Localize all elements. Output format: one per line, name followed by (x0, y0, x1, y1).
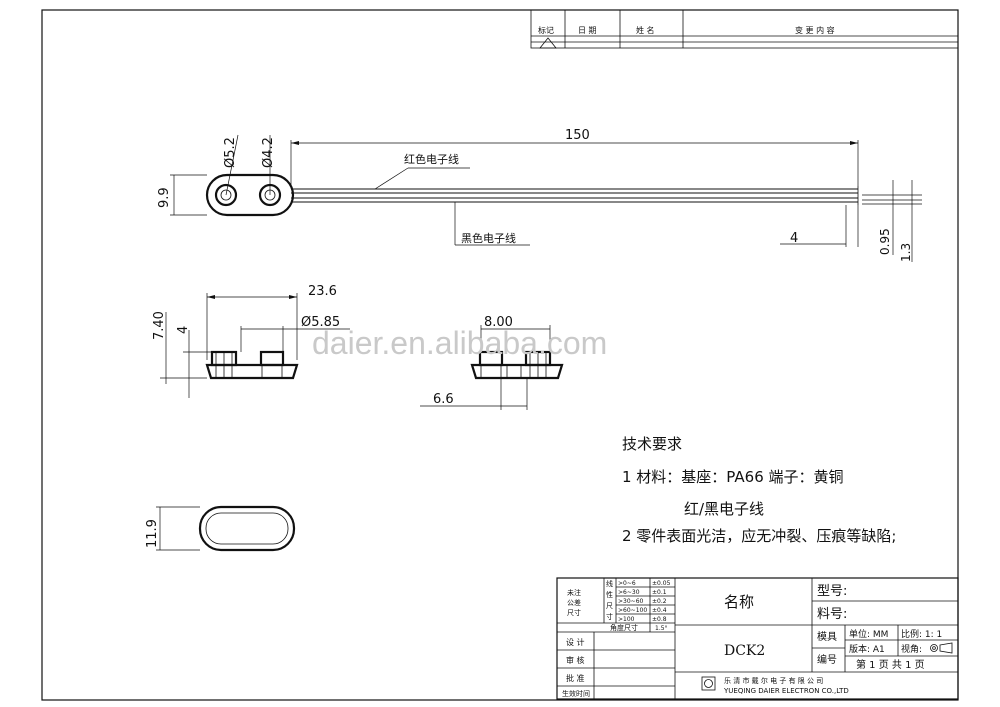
rev-header-mark: 标记 (538, 25, 554, 35)
view-label: 视角: (901, 643, 922, 655)
production-time-label: 生效时间 (562, 689, 590, 698)
model-label: 型号: (817, 584, 847, 599)
company-logo-icon (701, 676, 716, 691)
version-label: 版本: A1 (849, 643, 885, 655)
dim-8-00: 8.00 (484, 315, 513, 330)
dim-7-40: 7.40 (152, 311, 167, 340)
side-view: 8.00 6.6 (420, 315, 564, 410)
tech-line-2: 2 零件表面光洁，应无冲裂、压痕等缺陷; (622, 527, 896, 545)
outer-border (41, 9, 959, 701)
tol-0: ±0.05 (652, 580, 671, 587)
title-block: 未注 公差 尺寸 线 性 尺 寸 >0~6 >6~30 >30~60 >60~1… (556, 577, 959, 700)
dim-1-3: 1.3 (899, 243, 913, 262)
terminal-hole-1 (214, 183, 238, 207)
dim-0-95: 0.95 (878, 228, 892, 255)
bottom-view: 11.9 (145, 505, 296, 552)
tol-label-2: 公差 (567, 598, 581, 607)
revision-triangle-icon (539, 37, 557, 49)
rev-header-change: 变 更 内 容 (795, 25, 835, 35)
mold-label: 模具 (817, 631, 837, 643)
front-view: 23.6 Ø5.85 7.40 4 (152, 284, 350, 398)
linear-label-2: 性 (606, 590, 613, 599)
dim-dia-5-85: Ø5.85 (301, 315, 340, 330)
connector-body-top (205, 173, 295, 217)
tol-label-1: 未注 (567, 588, 581, 597)
label-black-wire: 黑色电子线 (461, 231, 516, 245)
company-name-cn: 乐 清 市 戴 尔 电 子 有 限 公 司 (724, 676, 823, 685)
company-name-en: YUEQING DAIER ELECTRON CO.,LTD (723, 687, 849, 695)
rev-header-date: 日 期 (578, 26, 597, 35)
top-view: 150 9.9 Ø5.2 Ø4.2 红色电子线 黑色电子线 4 0.95 1.3 (157, 128, 922, 262)
connector-outline-bottom (198, 505, 296, 552)
revision-table: 标记 日 期 姓 名 变 更 内 容 (530, 9, 959, 49)
dim-150: 150 (565, 128, 590, 143)
code-label: 编号 (817, 653, 837, 666)
scale-label: 比例: 1: 1 (901, 628, 942, 640)
tol-label-3: 尺寸 (567, 608, 581, 617)
unit-label: 单位: MM (849, 628, 888, 640)
range-4: >100 (618, 616, 635, 623)
tech-line-1b: 红/黑电子线 (684, 500, 764, 518)
label-red-wire: 红色电子线 (404, 152, 459, 166)
dim-11-9: 11.9 (145, 519, 160, 548)
range-0: >0~6 (618, 580, 636, 587)
tol-3: ±0.4 (652, 607, 667, 614)
tech-title: 技术要求 (622, 435, 682, 453)
range-3: >60~100 (618, 607, 647, 614)
tech-requirements: 技术要求 1 材料：基座：PA66 端子：黄铜 红/黑电子线 2 零件表面光洁，… (622, 435, 896, 545)
dim-9-9: 9.9 (157, 187, 172, 208)
dim-4-strip: 4 (790, 231, 798, 246)
connector-body-front (205, 363, 299, 380)
approve-label: 批 准 (566, 673, 585, 683)
tech-line-1: 1 材料：基座：PA66 端子：黄铜 (622, 468, 844, 486)
page-label: 第 1 页 共 1 页 (856, 658, 925, 671)
dim-dia-5-2: Ø5.2 (223, 137, 238, 168)
dim-6-6: 6.6 (433, 392, 454, 407)
projection-symbol-icon (930, 642, 953, 654)
watermark-text: daier.en.alibaba.com (312, 325, 607, 361)
tol-2: ±0.2 (652, 598, 667, 605)
product-name: DCK2 (724, 643, 765, 659)
range-1: >6~30 (618, 589, 640, 596)
review-label: 审 核 (566, 655, 585, 665)
dim-dia-4-2: Ø4.2 (261, 137, 276, 168)
linear-label-3: 尺 (606, 602, 613, 610)
linear-label-4: 寸 (606, 612, 613, 621)
angle-tol: 1.5° (655, 625, 668, 632)
connector-body-side (470, 363, 564, 380)
range-2: >30~60 (618, 598, 644, 605)
tol-1: ±0.1 (652, 589, 667, 596)
dim-23-6: 23.6 (308, 284, 337, 299)
dim-4-height: 4 (176, 326, 191, 334)
tol-4: ±0.8 (652, 616, 667, 623)
name-label: 名称 (724, 593, 754, 611)
rev-header-name: 姓 名 (636, 25, 655, 35)
design-label: 设 计 (566, 637, 585, 647)
linear-label-1: 线 (606, 579, 613, 588)
angle-label: 角度尺寸 (610, 623, 638, 632)
part-no-label: 料号: (817, 607, 847, 622)
